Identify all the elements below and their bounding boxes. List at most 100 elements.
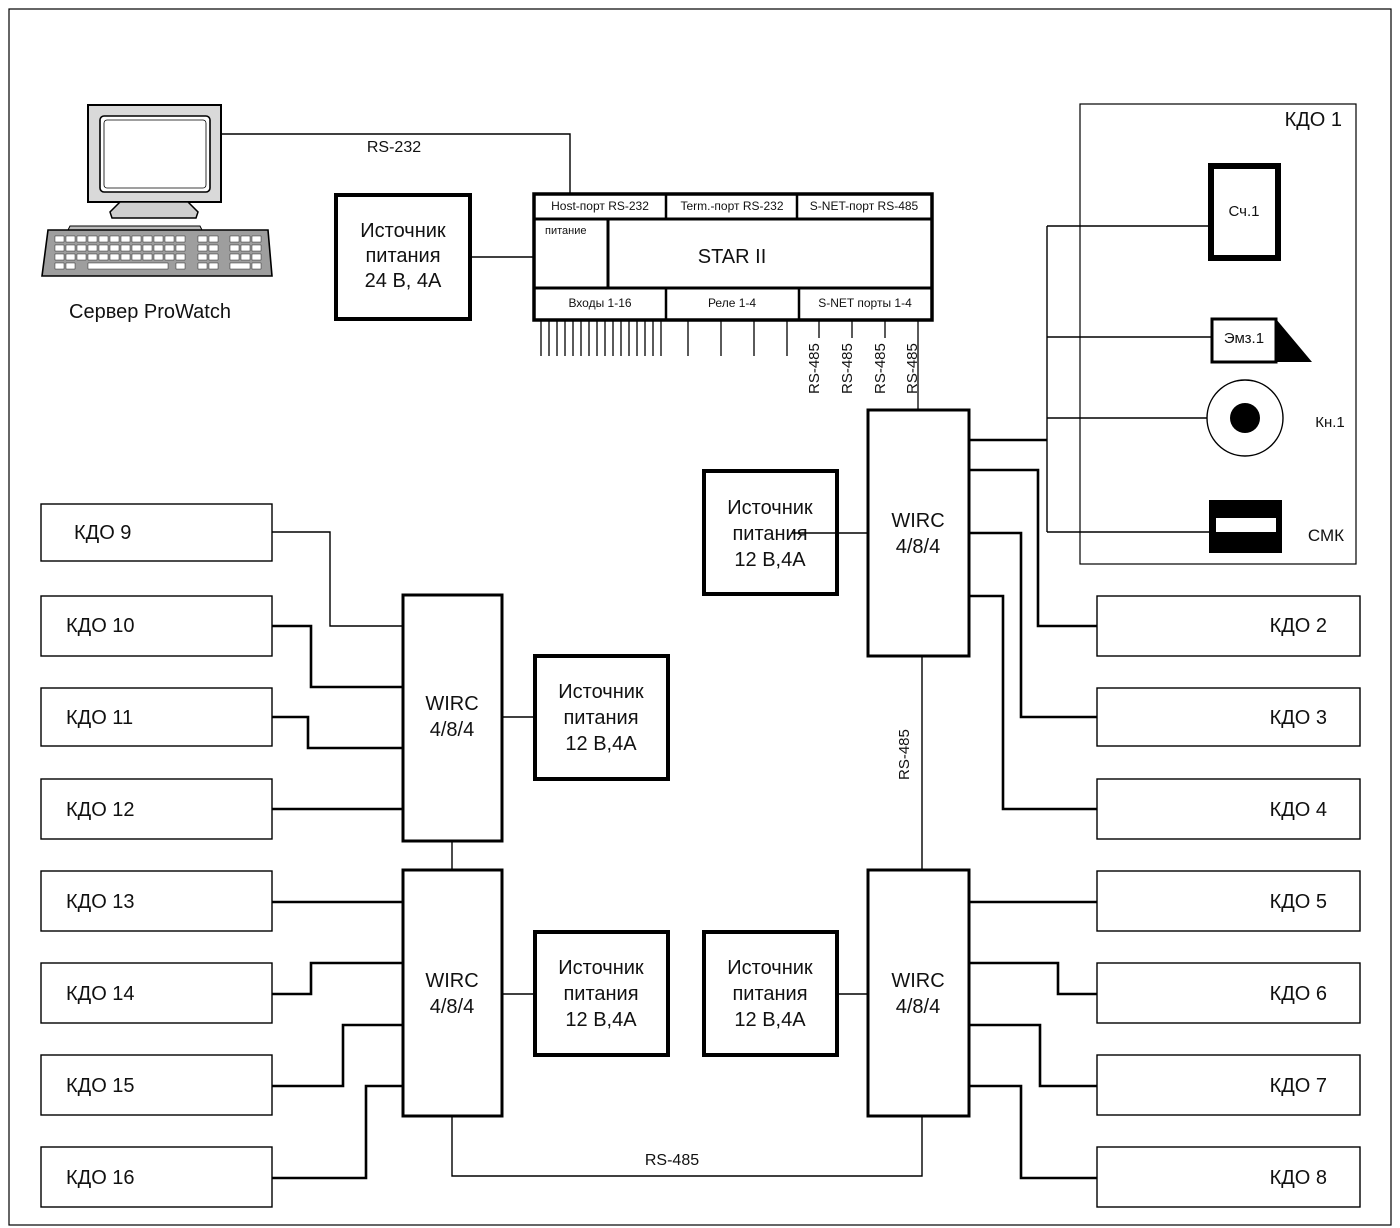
kdo9-box [40, 503, 273, 562]
wirc-bl-line1: WIRC [425, 970, 478, 992]
kdo7-box [1096, 1054, 1361, 1116]
reader-label: Сч.1 [1229, 203, 1260, 220]
link-kdo16 [272, 1084, 403, 1180]
rs232-label: RS-232 [367, 139, 421, 156]
psu-tr-line3: 12 В,4А [734, 549, 806, 571]
psu-ml-line2: питания [563, 707, 638, 729]
kdo5-box [1096, 870, 1361, 932]
link-kdo11 [272, 715, 403, 750]
kdo14-label: КДО 14 [66, 983, 135, 1005]
rs485-port3-label: RS-485 [872, 343, 889, 394]
star-snet-port: S-NET-порт RS-485 [810, 199, 919, 213]
star-snet-ports: S-NET порты 1-4 [818, 296, 912, 310]
wirc-br-line2: 4/8/4 [896, 996, 940, 1018]
wirc-tr [866, 408, 971, 658]
link-kdo3 [968, 531, 1097, 719]
server-label: Сервер ProWatch [69, 301, 231, 323]
kdo16-label: КДО 16 [66, 1167, 135, 1189]
link-kdo15 [272, 1023, 403, 1088]
rs485-port1-label: RS-485 [806, 343, 823, 394]
link-kdo14 [272, 961, 403, 996]
wirc-ml-line1: WIRC [425, 693, 478, 715]
kdo4-label: КДО 4 [1270, 799, 1327, 821]
kdo5-label: КДО 5 [1270, 891, 1327, 913]
kdo15-label: КДО 15 [66, 1075, 135, 1097]
kdo13-label: КДО 13 [66, 891, 135, 913]
kdo6-box [1096, 962, 1361, 1024]
psu-ml-line1: Источник [558, 681, 644, 703]
kdo2-label: КДО 2 [1270, 615, 1327, 637]
kdo7-label: КДО 7 [1270, 1075, 1327, 1097]
star-title: STAR II [698, 246, 767, 268]
input-wires [540, 320, 662, 356]
kdo1-panel [1079, 103, 1357, 565]
psu-main-line1: Источник [360, 220, 446, 242]
kdo8-box [1096, 1146, 1361, 1208]
star-power: питание [545, 225, 586, 237]
rs485-vertical-label: RS-485 [896, 729, 913, 780]
star-host-port: Host-порт RS-232 [551, 199, 649, 213]
wirc-tr-line2: 4/8/4 [896, 536, 940, 558]
wirc-ml [401, 593, 504, 843]
kdo10-box [40, 595, 273, 657]
wirc-bl [401, 868, 504, 1118]
rs485-port4-label: RS-485 [904, 343, 921, 394]
link-kdo8 [968, 1084, 1097, 1180]
kdo15-box [40, 1054, 273, 1116]
link-kdo2 [968, 468, 1097, 628]
star-inputs: Входы 1-16 [568, 296, 631, 310]
reader-icon [1208, 163, 1281, 261]
psu-bl-line3: 12 В,4А [565, 1009, 637, 1031]
psu-main-line2: питания [365, 245, 440, 267]
psu-br-line3: 12 В,4А [734, 1009, 806, 1031]
psu-main-line3: 24 В, 4А [365, 270, 442, 292]
psu-ml-line3: 12 В,4А [565, 733, 637, 755]
kdo13-box [40, 870, 273, 932]
wirc-bl-line2: 4/8/4 [430, 996, 474, 1018]
lock-icon [1276, 319, 1312, 362]
psu-bl-line1: Источник [558, 957, 644, 979]
rs232-link [221, 133, 571, 195]
link-kdo7 [968, 1023, 1097, 1088]
kdo2-box [1096, 595, 1361, 657]
kdo3-label: КДО 3 [1270, 707, 1327, 729]
psu-bl [533, 930, 670, 1057]
rs485-port2-label: RS-485 [839, 343, 856, 394]
psu-main [334, 193, 472, 321]
link-kdo9 [272, 531, 403, 627]
kdo1-bus [1046, 225, 1212, 533]
kdo3-box [1096, 687, 1361, 747]
kdo11-box [40, 687, 273, 747]
link-kdo4 [968, 594, 1097, 811]
rs485-bottom-label: RS-485 [645, 1152, 699, 1169]
contact-label: СМК [1308, 526, 1344, 545]
server-computer-icon [41, 104, 273, 277]
kdo6-label: КДО 6 [1270, 983, 1327, 1005]
star-controller [532, 192, 934, 322]
rs485-bottom-link [451, 1116, 923, 1177]
link-kdo10 [272, 624, 403, 689]
kdo11-label: КДО 11 [66, 707, 133, 729]
snet-wires [818, 320, 919, 410]
kdo16-box [40, 1146, 273, 1208]
kdo12-box [40, 778, 273, 840]
psu-br-line1: Источник [727, 957, 813, 979]
psu-tr-line1: Источник [727, 497, 813, 519]
psu-br [702, 930, 839, 1057]
kdo12-label: КДО 12 [66, 799, 135, 821]
psu-bl-line2: питания [563, 983, 638, 1005]
kdo10-label: КДО 10 [66, 615, 135, 637]
kdo4-box [1096, 778, 1361, 840]
wirc-tr-line1: WIRC [891, 510, 944, 532]
kdo9-label: КДО 9 [74, 522, 131, 544]
diagram-frame [8, 8, 1392, 1226]
relay-wires [687, 320, 788, 356]
star-relays: Реле 1-4 [708, 296, 756, 310]
star-term-port: Term.-порт RS-232 [680, 199, 783, 213]
kdo14-box [40, 962, 273, 1024]
link-kdo6 [968, 961, 1097, 996]
psu-tr-line2: питания [732, 523, 807, 545]
psu-br-line2: питания [732, 983, 807, 1005]
wirc-br [866, 868, 971, 1118]
